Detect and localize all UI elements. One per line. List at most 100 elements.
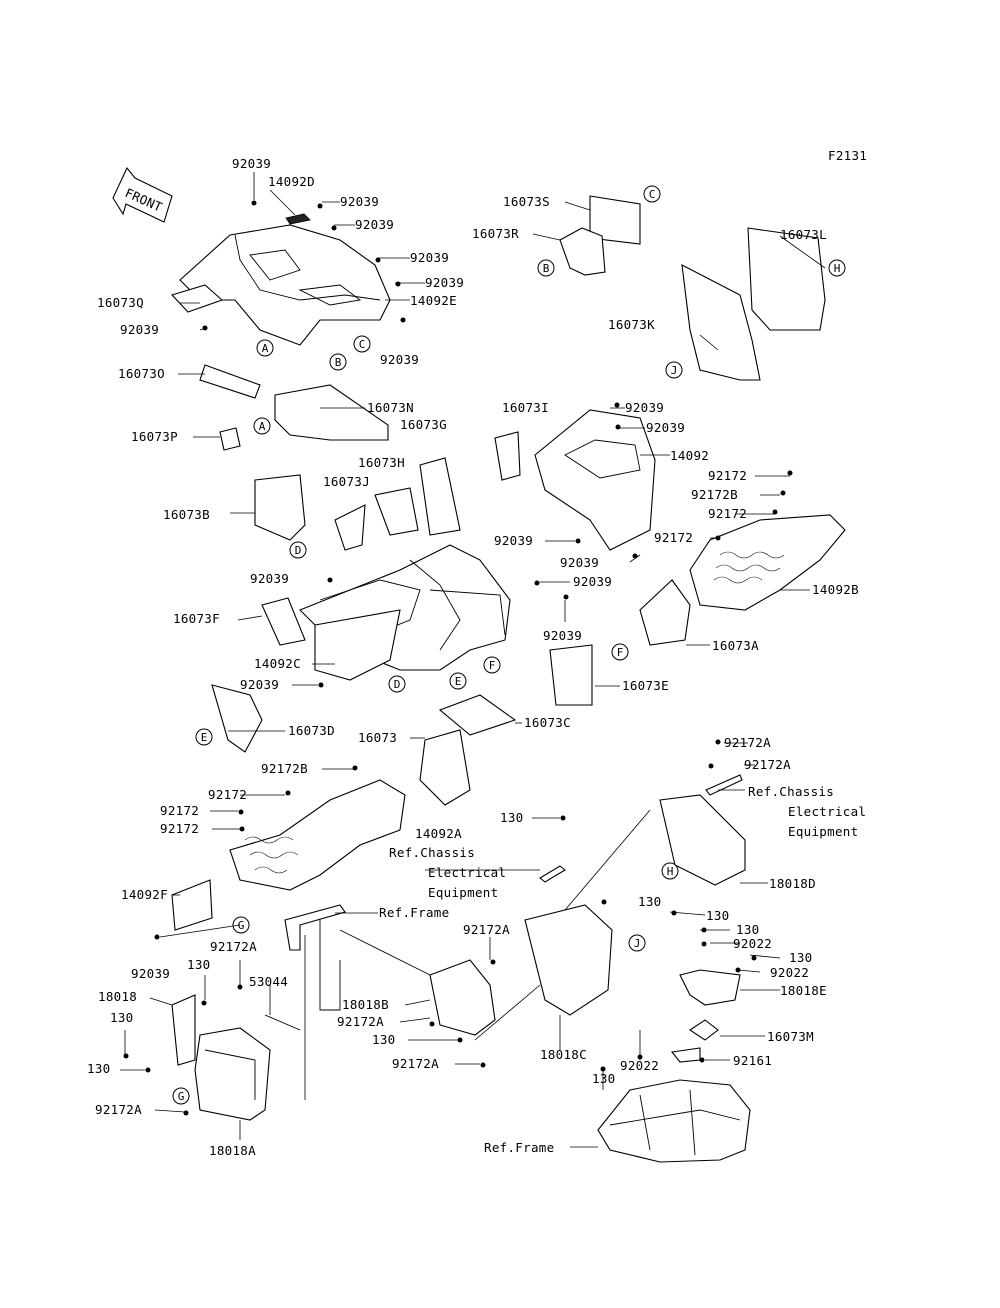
- part-label: 16073J: [323, 474, 370, 489]
- part-label: 92039: [410, 250, 449, 265]
- mat-16073J-shape: [334, 504, 366, 551]
- part-label: 14092D: [268, 174, 315, 189]
- part-label: 16073F: [173, 611, 220, 626]
- svg-text:A: A: [259, 420, 266, 433]
- part-label: 92039: [560, 555, 599, 570]
- part-label: 16073Q: [97, 295, 144, 310]
- part-label: Electrical: [788, 804, 866, 819]
- part-label: 92161: [733, 1053, 772, 1068]
- front-fender-shape: [179, 213, 391, 346]
- part-label: 18018A: [209, 1143, 256, 1158]
- part-label: 14092A: [415, 826, 462, 841]
- part-label: 92039: [380, 352, 419, 367]
- part-label: 18018D: [769, 876, 816, 891]
- part-label: 92039: [543, 628, 582, 643]
- part-label: 92039: [573, 574, 612, 589]
- part-label: 16073E: [622, 678, 669, 693]
- guard-18018-shape: [171, 994, 196, 1066]
- part-label: 92039: [494, 533, 533, 548]
- callout-marker-h: H: [661, 862, 679, 880]
- part-label: 130: [187, 957, 210, 972]
- part-label: Ref.Frame: [484, 1140, 554, 1155]
- svg-text:D: D: [394, 678, 401, 691]
- part-label: 16073I: [502, 400, 549, 415]
- part-label: 16073R: [472, 226, 519, 241]
- part-label: 92172A: [392, 1056, 439, 1071]
- fastener-markers: [123, 200, 793, 1116]
- svg-text:G: G: [178, 1090, 185, 1103]
- part-label: 92172: [708, 506, 747, 521]
- part-label: 14092C: [254, 656, 301, 671]
- part-label: 92039: [250, 571, 289, 586]
- part-label: 92022: [770, 965, 809, 980]
- part-label: 18018: [98, 989, 137, 1004]
- callout-marker-d: D: [289, 541, 307, 559]
- part-label: Ref.Chassis: [748, 784, 834, 799]
- callout-marker-j: J: [665, 361, 683, 379]
- mat-16073K-shape: [681, 264, 761, 381]
- part-label: 92039: [355, 217, 394, 232]
- callout-marker-a: A: [256, 339, 274, 357]
- callout-marker-d: D: [388, 675, 406, 693]
- bracket-53044-shape: [264, 1014, 301, 1031]
- part-label: 16073L: [780, 227, 827, 242]
- callout-marker-f: F: [483, 656, 501, 674]
- mat-16073C-shape: [438, 694, 517, 736]
- callout-marker-a: A: [253, 417, 271, 435]
- callout-marker-b: B: [329, 353, 347, 371]
- part-label: 130: [500, 810, 523, 825]
- svg-text:H: H: [667, 865, 674, 878]
- part-label: 18018B: [342, 997, 389, 1012]
- part-label: 92172A: [744, 757, 791, 772]
- svg-text:D: D: [295, 544, 302, 557]
- mat-16073I-shape: [494, 431, 521, 481]
- part-label: 92172A: [463, 922, 510, 937]
- part-label: 16073P: [131, 429, 178, 444]
- part-label: 14092E: [410, 293, 457, 308]
- part-label: 92172: [208, 787, 247, 802]
- svg-text:A: A: [262, 342, 269, 355]
- mat-16073B-shape: [254, 474, 306, 541]
- callout-marker-e: E: [449, 672, 467, 690]
- callout-marker-e: E: [195, 728, 213, 746]
- guard-18018B-shape: [429, 959, 496, 1036]
- part-label: Equipment: [788, 824, 858, 839]
- part-label: 16073: [358, 730, 397, 745]
- callout-marker-f: F: [611, 643, 629, 661]
- mat-16073G-shape: [419, 457, 461, 536]
- mat-16073E-shape: [549, 644, 593, 706]
- part-label: Equipment: [428, 885, 498, 900]
- part-label: 16073N: [367, 400, 414, 415]
- part-label: 130: [592, 1071, 615, 1086]
- svg-text:B: B: [543, 262, 550, 275]
- part-label: 16073C: [524, 715, 571, 730]
- part-label: 92039: [625, 400, 664, 415]
- part-label: 16073G: [400, 417, 447, 432]
- svg-text:G: G: [238, 919, 245, 932]
- part-label: 92039: [232, 156, 271, 171]
- part-label: 92172A: [337, 1014, 384, 1029]
- part-label: 92172: [708, 468, 747, 483]
- part-label: Electrical: [428, 865, 506, 880]
- part-label: 92039: [340, 194, 379, 209]
- part-label: 16073K: [608, 317, 655, 332]
- svg-text:C: C: [649, 188, 656, 201]
- guard-14092B-shape: [689, 514, 846, 611]
- guard-18018A-shape: [194, 1027, 271, 1121]
- svg-text:F: F: [489, 659, 496, 672]
- callout-marker-b: B: [537, 259, 555, 277]
- svg-text:H: H: [834, 262, 841, 275]
- part-label: 16073M: [767, 1029, 814, 1044]
- figure-code: F2131: [828, 148, 867, 163]
- part-label: Ref.Chassis: [389, 845, 475, 860]
- svg-text:J: J: [634, 937, 641, 950]
- part-label: 92039: [240, 677, 279, 692]
- part-label: 130: [736, 922, 759, 937]
- part-label: 18018E: [780, 983, 827, 998]
- part-label: 92172B: [261, 761, 308, 776]
- part-label: 16073H: [358, 455, 405, 470]
- plate-14092F-shape: [171, 879, 213, 931]
- guard-14092-shape: [534, 409, 656, 551]
- svg-text:E: E: [201, 731, 208, 744]
